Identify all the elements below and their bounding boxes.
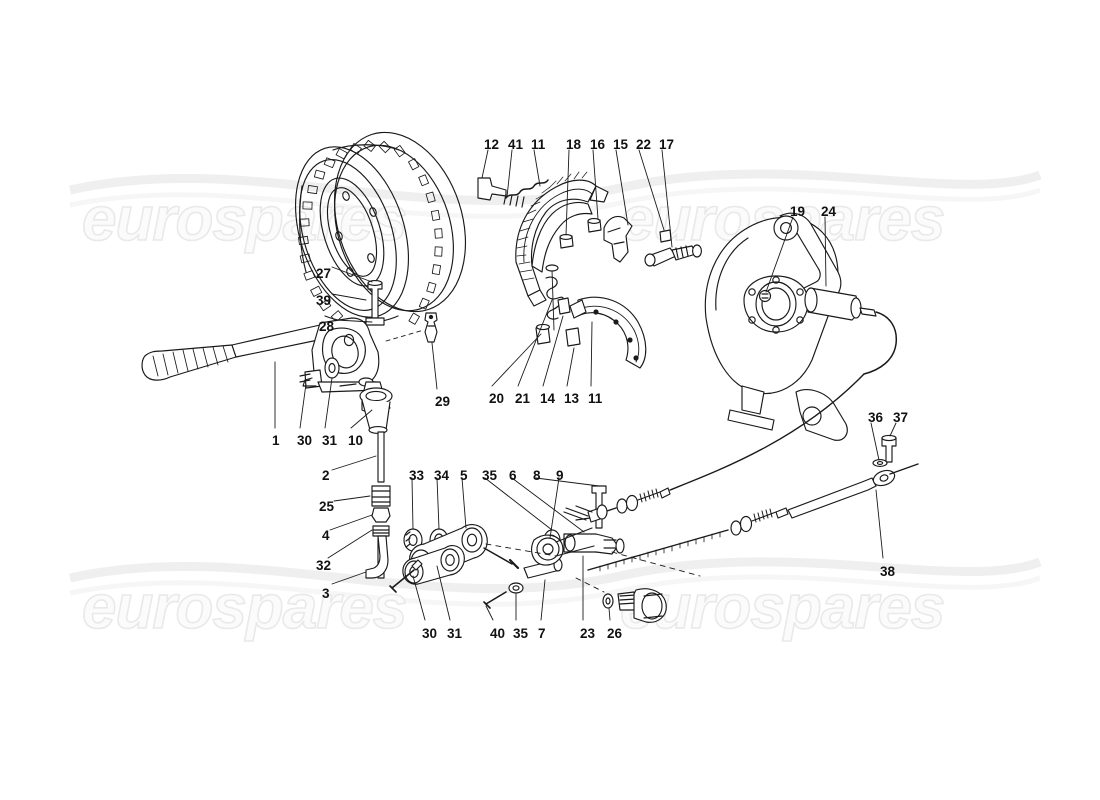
- callout-34: 34: [434, 468, 450, 483]
- callout-30-linkage: 30: [422, 626, 438, 641]
- callout-18: 18: [566, 137, 582, 152]
- assembly-axis-lines: [485, 543, 701, 593]
- callout-9: 9: [556, 468, 564, 483]
- handbrake-lever-assembly: [141, 317, 393, 434]
- callout-5: 5: [460, 468, 468, 483]
- callout-28: 28: [319, 319, 335, 334]
- callout-35-lower: 35: [513, 626, 529, 641]
- brake-disc-assembly: [294, 131, 467, 331]
- handbrake-cables: [563, 373, 919, 572]
- callout-4: 4: [322, 528, 330, 543]
- callout-24: 24: [821, 204, 837, 219]
- callout-33: 33: [409, 468, 425, 483]
- callout-19: 19: [790, 204, 806, 219]
- callout-29: 29: [435, 394, 451, 409]
- callout-38: 38: [880, 564, 896, 579]
- callout-31-linkage: 31: [447, 626, 463, 641]
- callout-39: 39: [316, 293, 332, 308]
- callout-32: 32: [316, 558, 332, 573]
- watermark-text: eurospares: [82, 185, 406, 254]
- brake-switch-assembly: [602, 588, 667, 623]
- callout-41: 41: [508, 137, 524, 152]
- callout-21: 21: [515, 391, 531, 406]
- callout-27: 27: [316, 266, 332, 281]
- clip-29: [424, 312, 438, 343]
- callout-2: 2: [322, 468, 330, 483]
- callout-12: 12: [484, 137, 500, 152]
- callout-17: 17: [659, 137, 675, 152]
- callout-13: 13: [564, 391, 580, 406]
- callout-15: 15: [613, 137, 629, 152]
- callout-37: 37: [893, 410, 909, 425]
- callout-36: 36: [868, 410, 884, 425]
- callout-20: 20: [489, 391, 505, 406]
- callout-7: 7: [538, 626, 546, 641]
- callout-23: 23: [580, 626, 596, 641]
- callout-11-lower: 11: [588, 391, 603, 406]
- pull-rod-assembly: [365, 431, 391, 579]
- equalizer-linkage-assembly: [389, 485, 625, 609]
- callout-35-upper: 35: [482, 468, 498, 483]
- callout-26: 26: [607, 626, 623, 641]
- watermark-text: eurospares: [620, 573, 944, 642]
- callout-31-lever: 31: [322, 433, 338, 448]
- callout-40: 40: [490, 626, 506, 641]
- callout-3: 3: [322, 586, 330, 601]
- callout-14: 14: [540, 391, 556, 406]
- callout-16: 16: [590, 137, 606, 152]
- callout-10: 10: [348, 433, 364, 448]
- callout-25: 25: [319, 499, 335, 514]
- callout-11: 11: [531, 137, 546, 152]
- brake-shoes-assembly: [477, 171, 702, 369]
- callout-6: 6: [509, 468, 517, 483]
- callout-8: 8: [533, 468, 541, 483]
- leader-lines: [274, 149, 897, 621]
- disc-bolt-27-39: [365, 280, 385, 326]
- rear-hub-assembly: [704, 212, 898, 441]
- callout-30-lever: 30: [297, 433, 313, 448]
- callout-22: 22: [636, 137, 652, 152]
- watermark-text: eurospares: [82, 573, 406, 642]
- callout-1: 1: [272, 433, 280, 448]
